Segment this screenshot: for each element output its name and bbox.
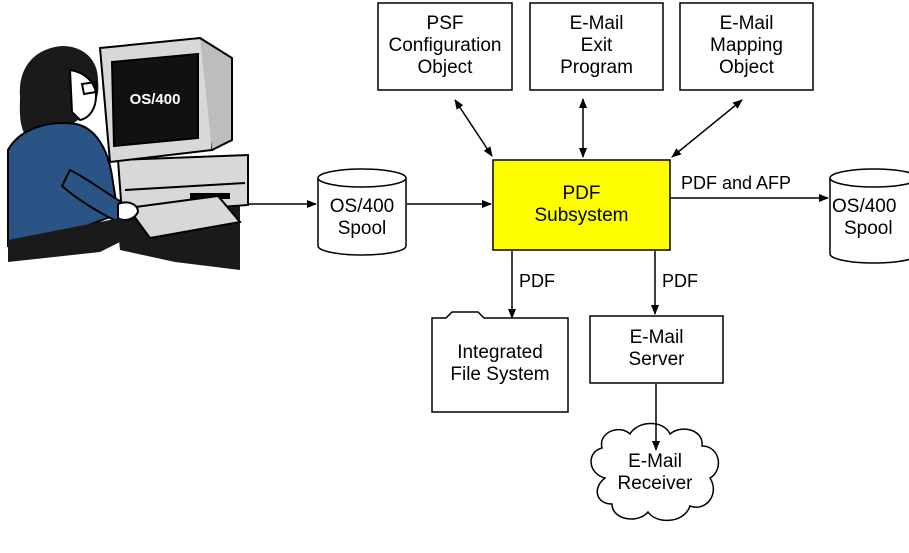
email-receiver-line-1: E-Mail <box>628 451 682 472</box>
input-spool-line-2: Spool <box>337 218 387 239</box>
exit-program-line-3: Program <box>560 57 633 78</box>
edge-label-pdf-ifs: PDF <box>519 271 555 291</box>
psf-config-line-2: Configuration <box>388 35 502 56</box>
pdf-subsystem-line-1: PDF <box>562 183 601 204</box>
output-spool-line-2: Spool <box>844 218 893 239</box>
exit-program-line-2: Exit <box>580 35 613 56</box>
psf-config-line-1: PSF <box>426 13 464 34</box>
email-server-label: E-Mail Server <box>590 327 723 371</box>
folder-icon <box>431 311 569 413</box>
mapping-object-line-1: E-Mail <box>719 13 774 34</box>
psf-config-box <box>377 2 513 91</box>
input-spool-icon <box>317 168 407 256</box>
edge-label-pdf-server: PDF <box>662 271 698 291</box>
mapping-object-label: E-Mail Mapping Object <box>680 13 813 79</box>
arrow-mapping-object <box>671 99 743 158</box>
pdf-subsystem-label: PDF Subsystem <box>493 183 670 227</box>
email-receiver-label: E-Mail Receiver <box>600 451 710 495</box>
exit-program-label: E-Mail Exit Program <box>530 13 663 79</box>
input-spool-label: OS/400 Spool <box>318 196 406 240</box>
ifs-line-1: Integrated <box>457 342 543 363</box>
exit-program-line-1: E-Mail <box>569 13 624 34</box>
ifs-label: Integrated File System <box>432 342 568 386</box>
edge-label-pdf-and-afp: PDF and AFP <box>681 173 792 193</box>
email-server-line-2: Server <box>628 349 685 370</box>
arrow-psf-config <box>454 99 493 157</box>
email-receiver-line-2: Receiver <box>617 473 693 494</box>
email-server-line-1: E-Mail <box>629 327 684 348</box>
psf-config-line-3: Object <box>417 57 473 78</box>
cloud-icon <box>590 422 720 521</box>
exit-program-box <box>529 2 664 91</box>
psf-config-label: PSF Configuration Object <box>378 13 512 79</box>
output-spool-line-1: OS/400 <box>832 196 897 217</box>
email-server-box <box>589 315 724 384</box>
pdf-subsystem-line-2: Subsystem <box>534 205 629 226</box>
workstation-screen-text: OS/400 <box>130 91 181 108</box>
pdf-subsystem-box <box>492 159 671 251</box>
user-workstation-icon <box>7 36 249 270</box>
mapping-object-line-3: Object <box>719 57 774 78</box>
mapping-object-line-2: Mapping <box>710 35 783 56</box>
output-spool-icon <box>829 168 909 264</box>
mapping-object-box <box>679 2 814 91</box>
input-spool-line-1: OS/400 <box>329 196 395 217</box>
output-spool-label: OS/400 Spool <box>830 196 909 240</box>
ifs-line-2: File System <box>450 364 550 385</box>
